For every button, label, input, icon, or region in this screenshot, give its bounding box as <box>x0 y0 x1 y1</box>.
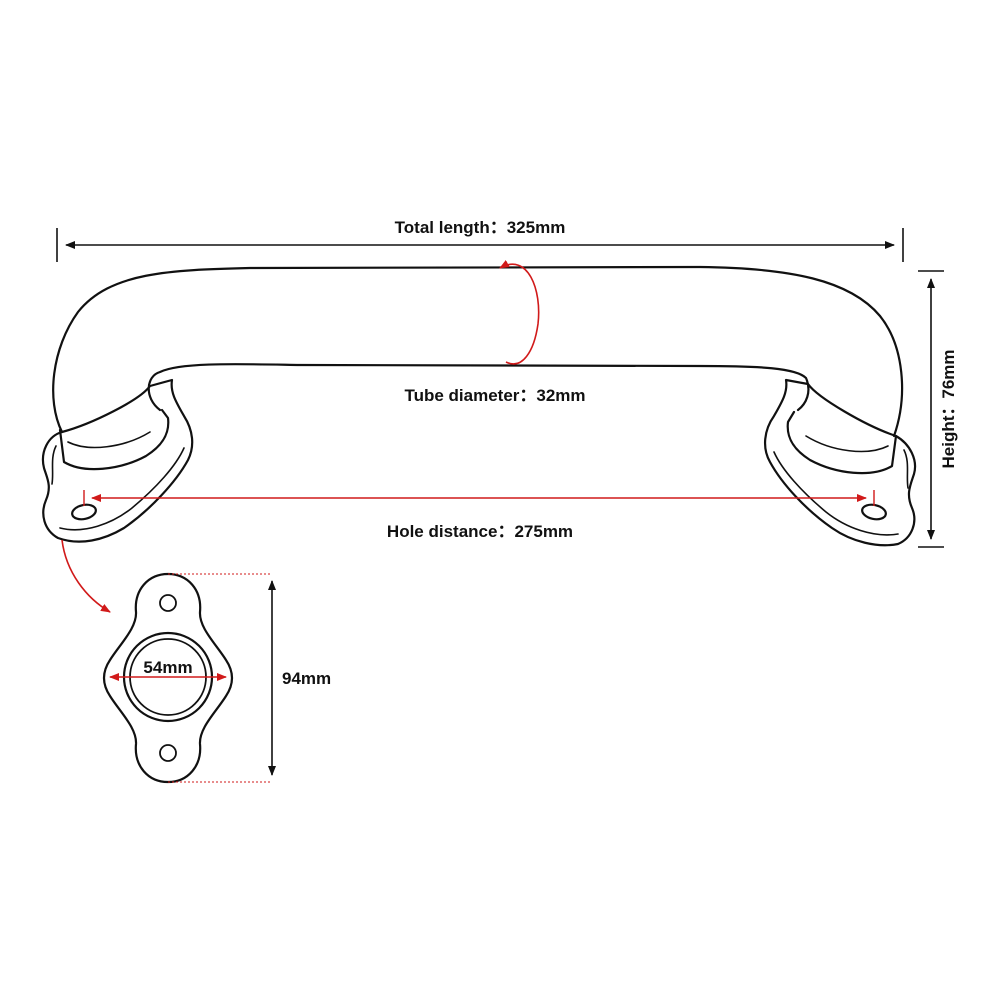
base-top-hole <box>159 594 177 612</box>
left-flange <box>41 378 194 543</box>
base-length-label: 94mm <box>282 669 331 688</box>
hole-distance-label: Hole distance：275mm <box>387 522 573 541</box>
left-collar <box>58 408 170 471</box>
tube-outer <box>52 265 904 438</box>
tube-diameter-label: Tube diameter：32mm <box>404 386 585 405</box>
right-flange <box>764 378 917 547</box>
right-flange-inner <box>773 449 909 536</box>
base-plate-detail <box>102 572 234 784</box>
right-collar-inner <box>805 435 889 453</box>
grab-bar <box>41 265 917 547</box>
tube-diameter-loop <box>499 260 540 365</box>
left-screw-hole <box>71 503 97 521</box>
base-length-dimension: 94mm <box>168 573 331 783</box>
hole-distance-dimension: Hole distance：275mm <box>83 490 875 541</box>
right-screw-hole <box>861 503 887 521</box>
total-length-dimension: Total length：325mm <box>56 218 904 262</box>
base-diameter-dimension: 54mm <box>109 658 227 681</box>
base-bottom-hole <box>159 744 177 762</box>
left-flange-inner <box>51 445 185 531</box>
right-collar <box>786 410 898 475</box>
base-diameter-label: 54mm <box>143 658 192 677</box>
left-collar-inner <box>67 431 151 449</box>
tube-diameter-indicator: Tube diameter：32mm <box>404 260 586 405</box>
height-label: Height：76mm <box>939 349 958 468</box>
callout-arrow <box>61 539 111 613</box>
total-length-label: Total length：325mm <box>395 218 566 237</box>
height-dimension: Height：76mm <box>918 270 958 548</box>
